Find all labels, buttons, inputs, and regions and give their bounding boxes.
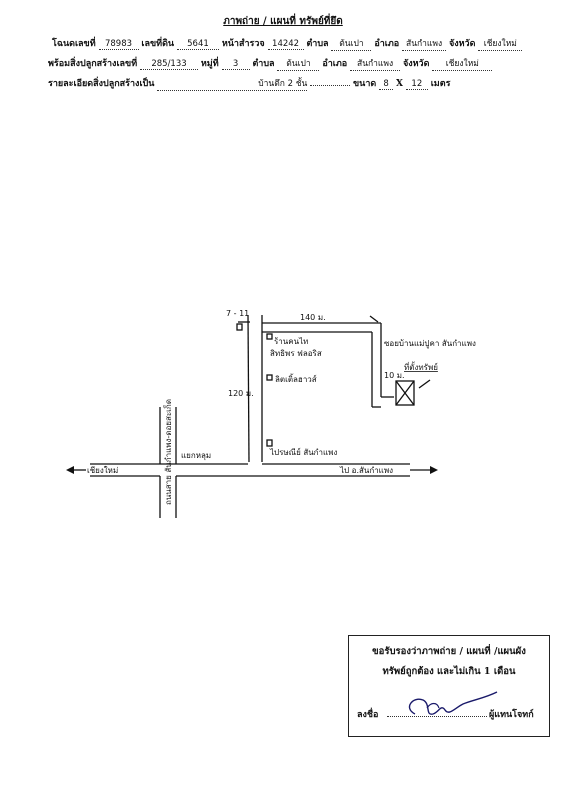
moo-label: หมู่ที่ xyxy=(200,59,219,69)
road-right-label: ไป อ.สันกำแพง xyxy=(339,466,393,475)
deed-no: 78983 xyxy=(98,39,139,50)
building-label: พร้อมสิ่งปลูกสร้างเลขที่ xyxy=(48,59,138,69)
signature-scribble xyxy=(408,691,498,715)
subdistrict-label: ตำบล xyxy=(306,39,329,49)
detail-filler xyxy=(310,85,351,86)
note-top-right: ซอยบ้านแม่ปูคา สันกำแพง xyxy=(384,339,476,349)
province: เชียงใหม่ xyxy=(478,36,523,51)
distance-short-label: 10 ม. xyxy=(384,371,405,380)
district-label: อำเภอ xyxy=(374,39,400,49)
distance-top-arrow xyxy=(369,315,379,323)
subdistrict-label-2: ตำบล xyxy=(252,59,275,69)
sign-label: ลงชื่อ xyxy=(357,710,379,720)
target-label: ที่ตั้งทรัพย์ xyxy=(404,361,438,372)
detail: บ้านตึก 2 ชั้น xyxy=(157,76,308,91)
province-2: เชียงใหม่ xyxy=(432,56,493,71)
size-unit: เมตร xyxy=(430,79,451,89)
moo: 3 xyxy=(221,59,250,70)
header-row-1: โฉนดเลขที่ 78983 เลขที่ดิน 5641 หน้าสำรว… xyxy=(52,36,523,51)
size-length: 12 xyxy=(405,79,428,90)
road-vertical-label: ถนนสาย สันกำแพง-ดอยสะเก็ด xyxy=(163,399,173,505)
distance-top-label: 140 ม. xyxy=(300,313,326,322)
size-label: ขนาด xyxy=(353,79,377,89)
property-box xyxy=(395,380,415,406)
land-no: 5641 xyxy=(176,39,219,50)
landmark-bottom: ไปรษณีย์ สันกำแพง xyxy=(269,447,337,457)
district-label-2: อำเภอ xyxy=(322,59,348,69)
arrow-right-head xyxy=(430,466,438,474)
detail-label: รายละเอียดสิ่งปลูกสร้างเป็น xyxy=(48,79,155,89)
shop2-label: สิทธิพร ฟลอริส xyxy=(270,349,322,358)
junction-label: แยกหลุม xyxy=(181,451,211,460)
sign-role: ผู้แทนโจทก์ xyxy=(489,710,534,720)
property-cross xyxy=(395,380,415,406)
header-row-2: พร้อมสิ่งปลูกสร้างเลขที่ 285/133 หมู่ที่… xyxy=(48,56,493,71)
subdistrict-2: ต้นเปา xyxy=(277,56,320,71)
survey-no: 14242 xyxy=(267,39,304,50)
survey-label: หน้าสำรวจ xyxy=(221,39,265,49)
size-x: X xyxy=(395,79,403,89)
land-label: เลขที่ดิน xyxy=(141,39,175,49)
size-width: 8 xyxy=(379,79,394,90)
soi-label: 7 - 11 xyxy=(226,309,249,318)
header-row-3: รายละเอียดสิ่งปลูกสร้างเป็น บ้านตึก 2 ชั… xyxy=(48,76,450,91)
province-label-2: จังหวัด xyxy=(402,59,430,69)
signature-line xyxy=(387,716,487,717)
deed-label: โฉนดเลขที่ xyxy=(52,39,96,49)
document-title: ภาพถ่าย / แผนที่ ทรัพย์ที่ยึด xyxy=(223,16,343,27)
road-left-label: เชียงใหม่ xyxy=(87,466,118,475)
distance-side-label: 120 ม. xyxy=(228,389,254,398)
arrow-left-head xyxy=(66,466,74,474)
district: สันกำแพง xyxy=(402,36,447,51)
province-label: จังหวัด xyxy=(448,39,476,49)
district-2: สันกำแพง xyxy=(350,56,401,71)
certification-box: ขอรับรองว่าภาพถ่าย / แผนที่ /แผนผัง ทรัพ… xyxy=(348,635,550,737)
soi-road-left-edge xyxy=(247,314,250,463)
subdistrict: ต้นเปา xyxy=(331,36,372,51)
property-pointer xyxy=(418,379,431,389)
cert-line-2: ทรัพย์ถูกต้อง และไม่เกิน 1 เดือน xyxy=(382,666,516,677)
shop3-label: ลิตเติ้ลฮาวส์ xyxy=(275,373,317,384)
cert-line-1: ขอรับรองว่าภาพถ่าย / แผนที่ /แผนผัง xyxy=(372,646,526,657)
building-no: 285/133 xyxy=(140,59,198,70)
shop1-label: ร้านคนไท xyxy=(274,337,308,346)
